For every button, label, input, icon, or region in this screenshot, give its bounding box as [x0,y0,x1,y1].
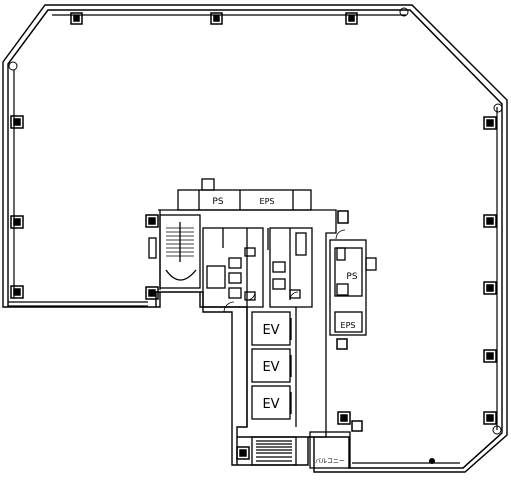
right-shaft-ps [334,247,363,297]
wc-1 [228,257,242,269]
stair-curve [165,269,197,281]
ev-shaft-2 [251,348,291,383]
column-core-right-1 [337,210,349,224]
left-top-edge [7,9,49,65]
column-core-left-top [145,214,159,228]
ev-shaft-3 [251,385,291,420]
right-shaft-outer [329,239,367,336]
main-stair-treads [166,227,194,257]
right-bottom-edge [462,432,503,469]
right-top-edge [409,9,503,105]
small-notch [201,178,215,191]
right-shaft-notch [365,257,377,271]
wc-4 [272,261,286,273]
column-core-right-2 [336,338,348,350]
wc-5 [272,278,286,290]
column-right-4 [483,349,497,363]
column-right-3 [483,281,497,295]
column-core-left-bottom [145,286,159,300]
column-right-5 [483,411,497,425]
sink-3 [289,289,301,299]
corner-right-bottom [492,425,502,435]
label-eps-right: EPS [341,321,356,330]
column-left-1 [10,115,24,129]
balcony-box [309,431,351,469]
label-ps-right: PS [346,272,357,282]
sink-1 [244,247,256,257]
column-top-2 [210,12,223,25]
label-ev-2: EV [262,360,279,375]
label-eps-top: EPS [260,197,275,206]
label-ps-top: PS [212,197,223,207]
column-left-2 [10,215,24,229]
corner-right-mid [493,103,503,113]
corner-left-top [8,61,18,71]
core [148,178,377,469]
right-shaft-small [336,247,346,261]
door-swings [223,229,346,313]
wc-6 [295,232,307,256]
stair-enclosure [159,214,201,289]
door-swing-4 [335,229,346,240]
column-top-3 [345,12,358,25]
stair-landing [148,237,157,259]
door-swing-2 [246,291,256,301]
ev-shaft-1 [251,311,291,346]
corner-bottom-dot [429,458,435,464]
door-swing-3 [289,291,299,301]
corner-top-right [399,7,409,17]
right-shaft-box [336,283,349,296]
pantry-box [206,265,226,289]
label-ev-1: EV [262,323,279,338]
column-right-1 [483,116,497,130]
column-bottom-right [351,420,363,432]
shaft-block-top [177,189,312,211]
label-ev-3: EV [262,397,279,412]
core-outline [158,209,337,438]
toilet-block [202,227,264,308]
column-right-2 [483,214,497,228]
slab-perimeter [7,9,503,469]
toilet-block-right [269,227,313,308]
columns [10,12,497,460]
wc-3 [228,287,242,299]
sink-2 [244,291,256,301]
column-left-3 [10,285,24,299]
column-top-1 [70,12,83,25]
outer-walls [2,4,508,473]
column-core-right-3 [337,411,351,425]
right-shaft-eps [334,311,363,333]
outer-wall-outline [2,4,508,473]
label-balcony: バルコニー [315,458,345,465]
wc-2 [228,272,242,284]
lower-stair [251,436,297,466]
column-bottom-left [236,446,250,460]
door-swing-1 [223,301,235,313]
corner-details [8,7,503,464]
